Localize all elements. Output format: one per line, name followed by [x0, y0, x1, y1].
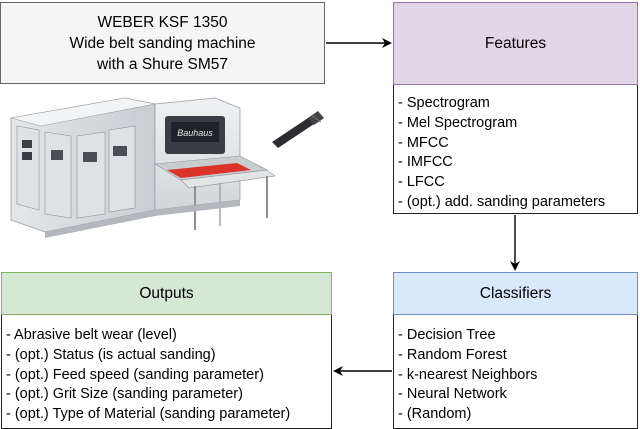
classifier-item: - (Random) — [398, 406, 472, 423]
microphone-image — [272, 111, 324, 148]
features-header: Features — [393, 2, 638, 85]
output-item: - Abrasive belt wear (level) — [6, 327, 177, 343]
output-item: - (opt.) Feed speed (sanding parameter) — [6, 366, 264, 383]
machine-brand-text: Bauhaus — [177, 128, 213, 138]
outputs-title: Outputs — [139, 284, 194, 302]
classifiers-title: Classifiers — [479, 284, 552, 302]
feature-item: - Spectrogram — [398, 95, 490, 111]
feature-item: - LFCC — [398, 174, 445, 191]
machine-line-type: Wide belt sanding machine — [69, 34, 256, 52]
classifiers-list: - Decision Tree - Random Forest - k-near… — [393, 315, 638, 429]
feature-item: - (opt.) add. sanding parameters — [398, 193, 606, 210]
machine-line-microphone: with a Shure SM57 — [97, 55, 228, 73]
classifier-item: - Neural Network — [398, 386, 507, 403]
output-item: - (opt.) Type of Material (sanding param… — [6, 406, 291, 423]
features-list: - Spectrogram - Mel Spectrogram - MFCC -… — [393, 85, 638, 214]
sanding-machine-image: Bauhaus — [10, 97, 276, 238]
output-item: - (opt.) Grit Size (sanding parameter) — [6, 386, 243, 403]
outputs-list: - Abrasive belt wear (level) - (opt.) St… — [1, 315, 332, 429]
feature-item: - IMFCC — [398, 154, 453, 171]
machine-line-model: WEBER KSF 1350 — [97, 13, 228, 31]
classifier-item: - Random Forest — [398, 346, 507, 363]
feature-item: - Mel Spectrogram — [398, 114, 518, 131]
features-title: Features — [484, 34, 547, 52]
machine-description-box: WEBER KSF 1350 Wide belt sanding machine… — [0, 2, 325, 84]
feature-item: - MFCC — [398, 134, 449, 151]
classifier-item: - Decision Tree — [398, 327, 496, 343]
classifier-item: - k-nearest Neighbors — [398, 366, 538, 383]
output-item: - (opt.) Status (is actual sanding) — [6, 346, 216, 363]
outputs-header: Outputs — [1, 272, 332, 315]
classifiers-header: Classifiers — [393, 272, 638, 315]
